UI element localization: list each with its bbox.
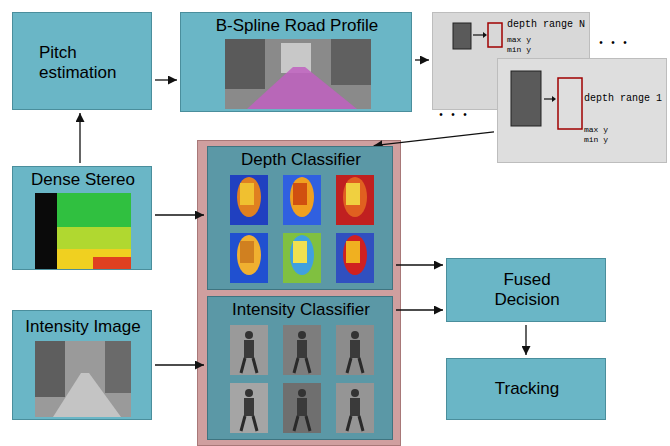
process-box: Dense Stereo	[12, 166, 152, 270]
node-text: Intensity Classifier	[208, 300, 394, 320]
node-text: max y	[507, 35, 531, 44]
process-box: Intensity Image	[12, 310, 152, 420]
process-box: Depth Classifier	[207, 146, 393, 290]
arrow-connector	[155, 214, 204, 215]
arrow-connector	[396, 309, 443, 310]
node-text: Dense Stereo	[13, 170, 153, 190]
node-text: Fused Decision	[477, 270, 577, 309]
arrow-connector	[396, 264, 443, 265]
process-box: Intensity Classifier	[207, 296, 393, 440]
ellipsis-mark: • • •	[438, 110, 468, 121]
arrow-connector	[155, 79, 177, 80]
node-text: Tracking	[447, 379, 607, 399]
process-box: Pitch estimation	[12, 12, 152, 110]
arrow-connector	[374, 132, 494, 146]
process-box: B-Spline Road Profile	[180, 12, 412, 112]
process-box: depth range 1 max ymin y	[497, 58, 667, 163]
node-text: depth range N	[507, 19, 585, 31]
node-text: Depth Classifier	[208, 150, 394, 170]
process-box: Fused Decision	[446, 258, 606, 322]
node-text: min y	[507, 45, 531, 54]
node-text: max y	[584, 125, 608, 134]
node-text: min y	[584, 135, 608, 144]
arrow-connector	[415, 59, 429, 60]
node-text: depth range 1	[584, 93, 662, 105]
process-box: Tracking	[446, 358, 606, 420]
arrow-connector	[155, 364, 204, 365]
arrow-connector	[79, 113, 80, 163]
node-text: Intensity Image	[13, 317, 153, 337]
node-text: B-Spline Road Profile	[181, 16, 413, 36]
arrow-connector	[525, 325, 526, 355]
illustration	[498, 59, 668, 164]
node-text: Pitch estimation	[39, 43, 139, 82]
ellipsis-mark: • • •	[598, 38, 628, 49]
